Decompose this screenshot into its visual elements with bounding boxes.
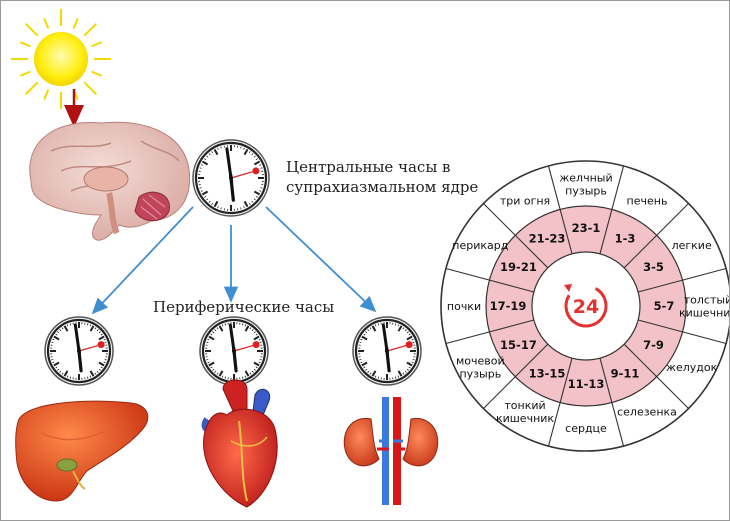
wheel-segment: печень 1-3 [599, 165, 668, 254]
central-clock-caption: Центральные часы в супрахиазмальном ядре [286, 157, 478, 197]
heart-clock-icon [199, 316, 269, 386]
wheel-time-label: 17-19 [490, 299, 527, 313]
brain-icon [29, 121, 191, 241]
liver-icon [15, 400, 149, 502]
wheel-segment: три огня 21-23 [483, 194, 566, 269]
clock-24h-label: 24 [573, 296, 599, 318]
liver-clock-icon [44, 316, 114, 386]
peripheral-clocks-caption: Периферические часы [153, 298, 335, 316]
wheel-time-label: 3-5 [643, 260, 664, 274]
kidneys-icon [343, 397, 439, 505]
wheel-organ-label: сердце [565, 422, 607, 435]
central-caption-line-2: супрахиазмальном ядре [286, 178, 479, 196]
central-clock-icon [192, 139, 270, 217]
connector-arrow-left [91, 206, 194, 315]
wheel-time-label: 7-9 [643, 338, 664, 352]
wheel-time-label: 19-21 [500, 260, 537, 274]
heart-icon [201, 379, 278, 508]
wheel-segment: перикард 19-21 [445, 239, 537, 293]
sun-icon [11, 9, 111, 109]
wheel-organ-label: перикард [452, 239, 508, 252]
wheel-time-label: 1-3 [615, 231, 636, 245]
wheel-segment: легкие 3-5 [623, 203, 712, 274]
wheel-time-label: 15-17 [500, 338, 537, 352]
wheel-organ-label: три огня [500, 194, 550, 207]
wheel-time-label: 9-11 [611, 367, 640, 381]
kidney-clock-icon [352, 316, 422, 386]
wheel-segment: сердце 11-13 [565, 358, 625, 447]
wheel-organ-label: желудок [666, 361, 718, 374]
wheel-organ-label: печень [627, 194, 668, 207]
connector-arrow-right [265, 206, 377, 313]
central-caption-line-1: Центральные часы в [286, 158, 451, 176]
wheel-time-label: 5-7 [654, 299, 675, 313]
wheel-organ-label: почки [447, 300, 481, 313]
wheel-time-label: 11-13 [568, 377, 605, 391]
clock-24h-icon: 24 [564, 284, 608, 328]
wheel-time-label: 21-23 [529, 231, 566, 245]
wheel-time-label: 23-1 [572, 221, 601, 235]
wheel-organ-label: толстыйкишечник [679, 294, 729, 320]
wheel-time-label: 13-15 [529, 367, 566, 381]
wheel-organ-label: селезенка [617, 406, 677, 419]
wheel-segment: селезенка 9-11 [611, 343, 689, 419]
wheel-segment: толстыйкишечник 5-7 [638, 267, 729, 320]
wheel-organ-label: легкие [672, 239, 712, 252]
wheel-segment: почки 17-19 [445, 299, 534, 345]
